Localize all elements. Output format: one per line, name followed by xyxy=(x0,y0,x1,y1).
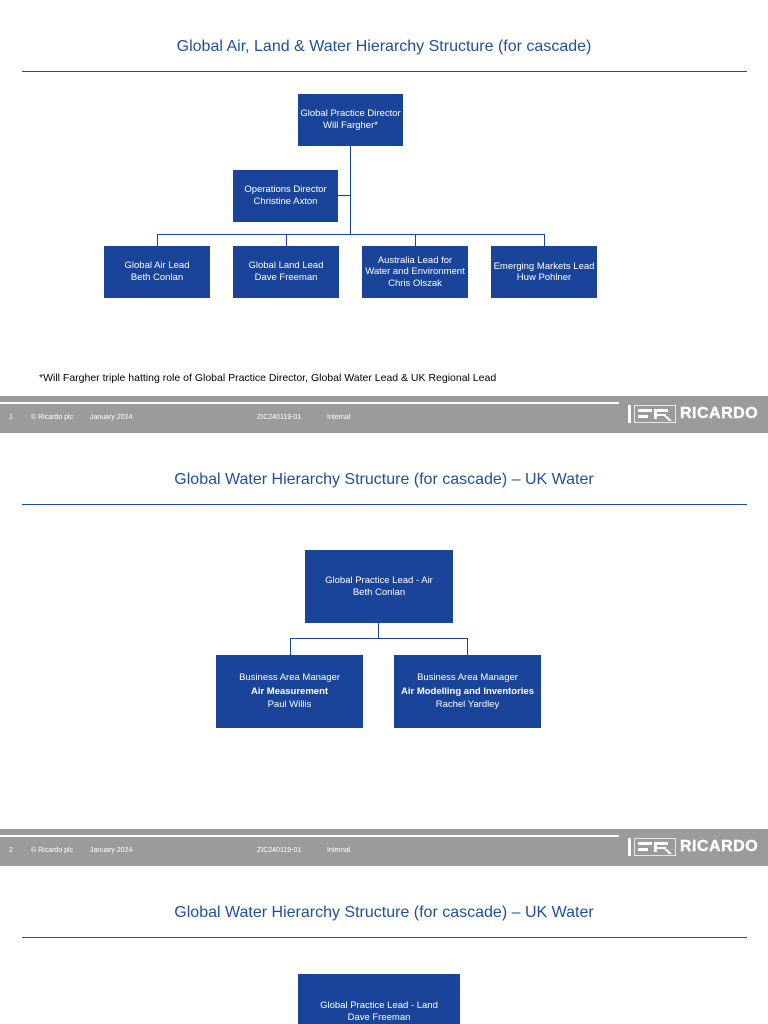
org-box-air-measurement-manager: Business Area Manager Air Measurement Pa… xyxy=(216,655,363,728)
logo-text: RICARDO xyxy=(680,405,759,422)
page-number: 1 xyxy=(9,414,13,421)
box-role: Operations Director xyxy=(244,184,327,195)
org-box-global-land-lead: Global Land Lead Dave Freeman xyxy=(233,246,339,298)
box-area: Air Measurement xyxy=(250,685,329,697)
slide-title: Global Air, Land & Water Hierarchy Struc… xyxy=(176,38,592,55)
logo-text: RICARDO xyxy=(680,838,759,855)
org-box-global-air-lead: Global Air Lead Beth Conlan xyxy=(104,246,210,298)
footer-company: © Ricardo plc xyxy=(31,847,74,854)
box-role-continued: Water and Environment xyxy=(365,266,465,278)
box-area: Air Modelling and Inventories xyxy=(400,685,534,697)
box-person: Rachel Yardley xyxy=(435,699,500,711)
connector-line xyxy=(338,195,351,196)
org-box-australia-lead: Australia Lead for Water and Environment… xyxy=(362,246,468,298)
box-person: Dave Freeman xyxy=(347,1012,411,1023)
page-number: 2 xyxy=(9,847,13,854)
box-role: Business Area Manager xyxy=(417,672,518,684)
ricardo-logo: RICARDO xyxy=(628,405,758,423)
connector-line xyxy=(467,638,468,655)
connector-line xyxy=(350,146,351,235)
box-role: Australia Lead for xyxy=(377,254,453,266)
footer-company: © Ricardo plc xyxy=(31,414,74,421)
org-box-air-modelling-manager: Business Area Manager Air Modelling and … xyxy=(394,655,541,728)
footer-doc-ref: ZIC240119-01 xyxy=(257,847,302,854)
logo-mark-icon xyxy=(634,838,676,856)
slide-footer: 2 © Ricardo plc January 2024 ZIC240119-0… xyxy=(0,829,768,866)
org-box-global-practice-director: Global Practice Director Will Fargher* xyxy=(298,94,403,146)
box-role: Global Practice Director xyxy=(300,108,401,119)
box-person: Paul Willis xyxy=(267,699,312,711)
connector-line xyxy=(290,638,291,655)
connector-line xyxy=(378,623,379,638)
footer-divider xyxy=(0,402,619,404)
connector-line xyxy=(544,234,545,246)
title-divider xyxy=(22,937,747,938)
box-role: Business Area Manager xyxy=(239,672,340,684)
slide-title: Global Water Hierarchy Structure (for ca… xyxy=(174,904,594,921)
ricardo-logo: RICARDO xyxy=(628,838,758,856)
org-box-operations-director: Operations Director Christine Axton xyxy=(233,170,338,222)
slide-title: Global Water Hierarchy Structure (for ca… xyxy=(174,471,594,488)
footer-date: January 2024 xyxy=(90,847,133,854)
connector-line xyxy=(415,234,416,246)
connector-line xyxy=(157,234,545,235)
org-box-global-practice-lead-air: Global Practice Lead - Air Beth Conlan xyxy=(305,550,453,623)
slide-3: Global Water Hierarchy Structure (for ca… xyxy=(0,866,768,1024)
slide-footer: 1 © Ricardo plc January 2024 ZIC240119-0… xyxy=(0,396,768,433)
connector-line xyxy=(157,234,158,246)
slide-2: Global Water Hierarchy Structure (for ca… xyxy=(0,433,768,866)
box-person: Christine Axton xyxy=(253,196,318,207)
title-divider xyxy=(22,71,747,72)
box-person: Beth Conlan xyxy=(352,586,406,598)
connector-line xyxy=(286,234,287,246)
footer-doc-ref: ZIC240119-01 xyxy=(257,414,302,421)
box-person: Dave Freeman xyxy=(254,272,318,283)
connector-line xyxy=(290,638,468,639)
box-role: Global Land Lead xyxy=(248,260,324,271)
box-person: Huw Pohlner xyxy=(516,272,572,283)
title-divider xyxy=(22,504,747,505)
org-box-emerging-markets-lead: Emerging Markets Lead Huw Pohlner xyxy=(491,246,597,298)
box-role: Global Practice Lead - Land xyxy=(320,1000,438,1011)
logo-bar xyxy=(628,405,631,423)
box-person: Will Fargher* xyxy=(323,120,378,131)
footnote: *Will Fargher triple hatting role of Glo… xyxy=(39,372,497,384)
slide-1: Global Air, Land & Water Hierarchy Struc… xyxy=(0,0,768,433)
box-role: Global Air Lead xyxy=(124,260,190,271)
footer-divider xyxy=(0,835,619,837)
footer-date: January 2024 xyxy=(90,414,133,421)
box-role: Emerging Markets Lead xyxy=(493,261,595,272)
footer-classification: Internal xyxy=(327,847,351,854)
box-person: Chris Olszak xyxy=(388,277,442,289)
org-box-global-practice-lead-land: Global Practice Lead - Land Dave Freeman xyxy=(298,974,460,1024)
box-person: Beth Conlan xyxy=(130,272,184,283)
logo-bar xyxy=(628,838,631,856)
box-role: Global Practice Lead - Air xyxy=(325,574,433,586)
logo-mark-icon xyxy=(634,405,676,423)
footer-classification: Internal xyxy=(327,414,351,421)
